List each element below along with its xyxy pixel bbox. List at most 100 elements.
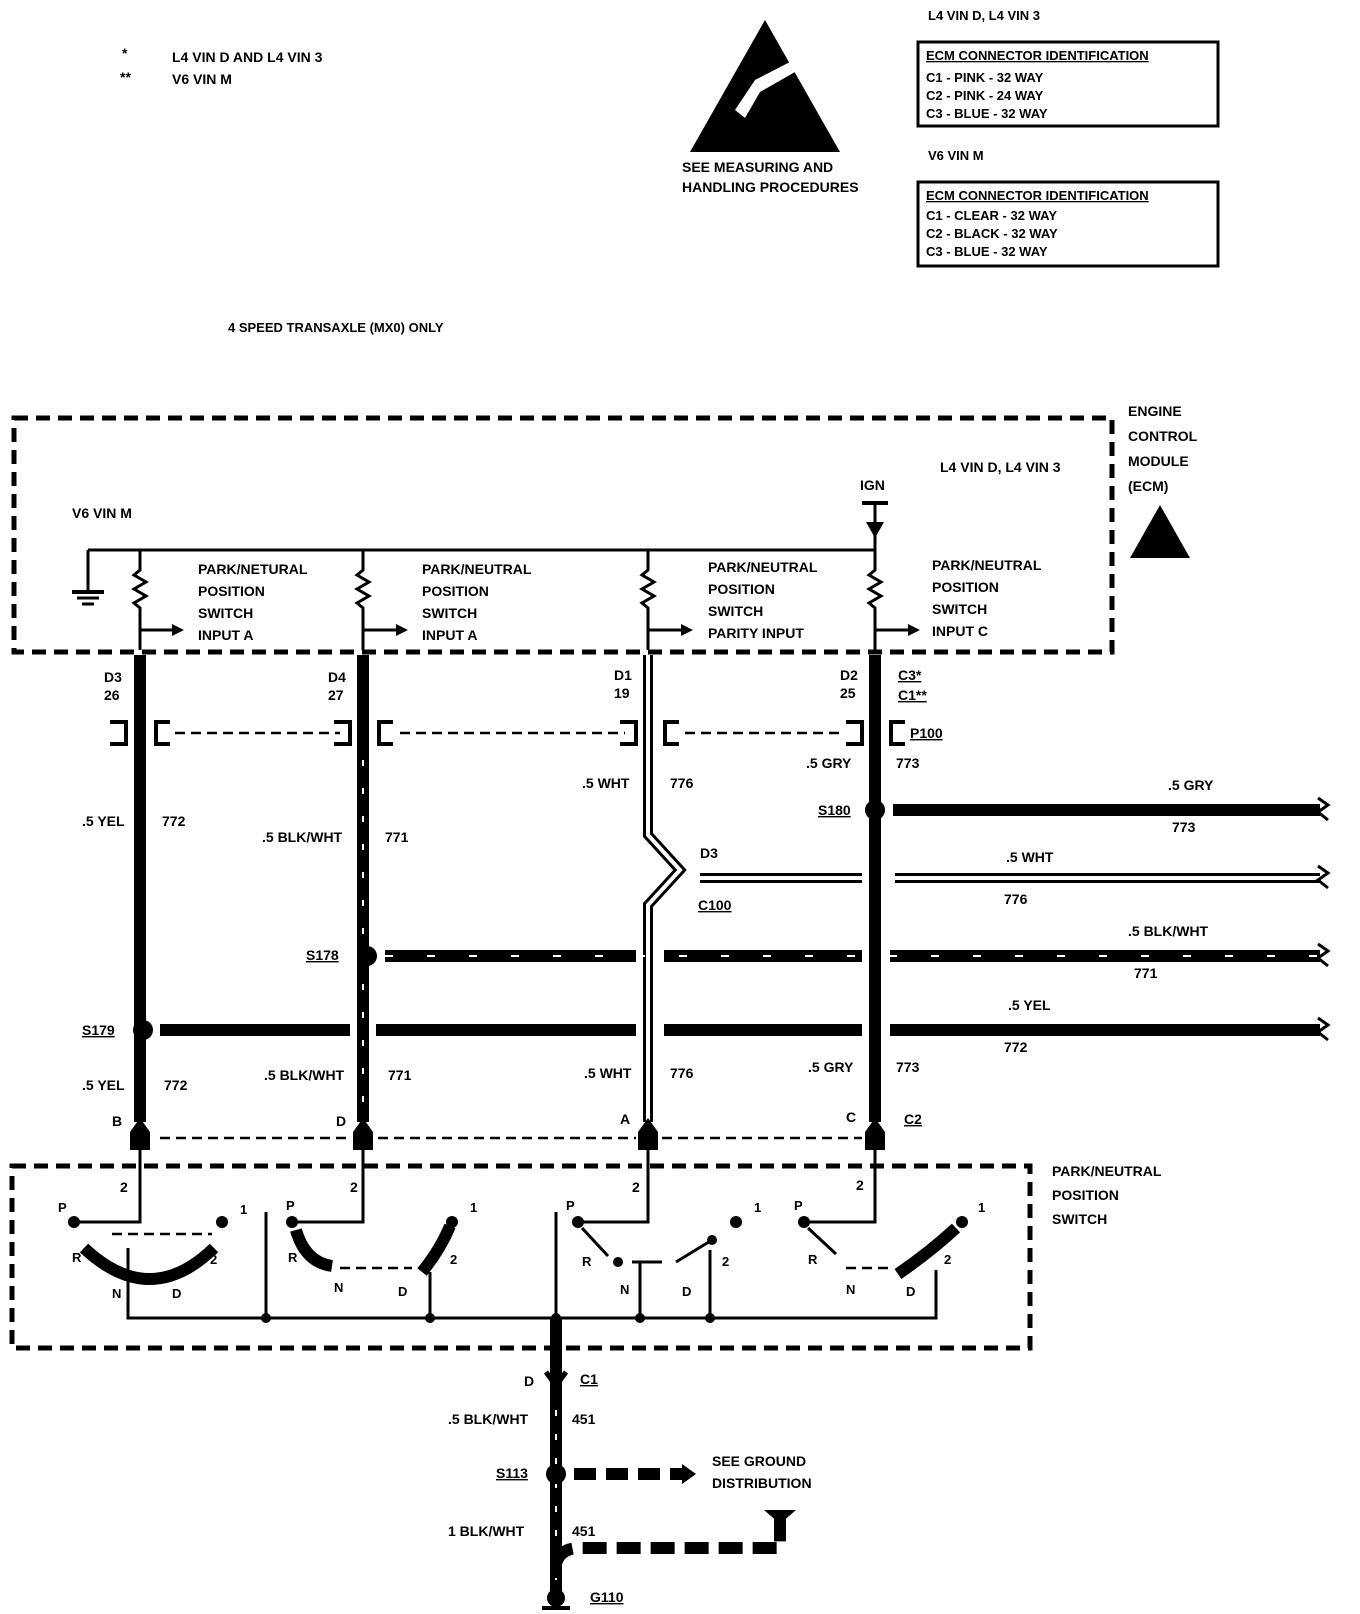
ground-distribution-arrow-icon: [682, 1464, 696, 1484]
pin-d3-alt: 26: [104, 687, 120, 703]
input-parity-line4: PARITY INPUT: [708, 625, 804, 641]
run-772-circuit: 772: [1004, 1039, 1028, 1055]
switch2-pin2: 2: [350, 1179, 358, 1195]
transaxle-note: 4 SPEED TRANSAXLE (MX0) ONLY: [228, 320, 444, 335]
pin-d2-alt: 25: [840, 685, 856, 701]
ecm-input-circuit-b: [354, 550, 408, 650]
wire-773-circuit: 773: [896, 755, 920, 771]
pin-d4: D4: [328, 669, 346, 685]
run-772-continuation-icon: [1315, 1016, 1331, 1042]
table-v6-row2: C2 - BLACK - 32 WAY: [926, 226, 1058, 241]
p100-connector: P100: [110, 720, 943, 746]
ecm-label-line4: (ECM): [1128, 478, 1168, 494]
g110-ground-icon: [542, 1589, 570, 1610]
c1-label: C1: [580, 1371, 598, 1387]
switch3-pos-1: 1: [754, 1200, 761, 1215]
g110-label: G110: [590, 1589, 624, 1605]
switch1-feed: [74, 1150, 142, 1224]
lower-776-circuit: 776: [670, 1065, 694, 1081]
switch3-pos-d: D: [682, 1284, 691, 1299]
c2-pin-d: D: [336, 1113, 346, 1129]
esd-warning: SEE MEASURING AND HANDLING PROCEDURES: [682, 20, 859, 195]
input-parity-line1: PARK/NEUTRAL: [708, 559, 818, 575]
switch4-pos-r: R: [808, 1252, 818, 1267]
switch-label-line1: PARK/NEUTRAL: [1052, 1163, 1162, 1179]
switch-section-3: P 1 R N D 2: [566, 1198, 761, 1299]
wire-776-core: [646, 655, 683, 1122]
switch4-contact-r: [806, 1226, 838, 1256]
pin-d1-alt: 19: [614, 685, 630, 701]
switch3-contact-d: [675, 1238, 713, 1264]
run-773-circuit: 773: [1172, 819, 1196, 835]
splice-s179: [133, 1020, 153, 1040]
ign-diode-icon: [866, 522, 884, 538]
legend-star1-text: L4 VIN D AND L4 VIN 3: [172, 49, 323, 65]
switch1-pos-1: 1: [240, 1202, 247, 1217]
run-773-color: .5 GRY: [1168, 777, 1214, 793]
input-a2-line2: POSITION: [422, 583, 489, 599]
legend: * L4 VIN D AND L4 VIN 3 ** V6 VIN M: [120, 45, 323, 87]
splice-s180: [865, 800, 885, 820]
ground-shield-wire: [550, 1516, 786, 1566]
lower-776-color: .5 WHT: [584, 1065, 632, 1081]
c1-pin: D: [524, 1373, 534, 1389]
legend-star1-symbol: *: [122, 45, 128, 61]
table-l4-row2: C2 - PINK - 24 WAY: [926, 88, 1044, 103]
switch1-pos-n: N: [112, 1286, 121, 1301]
input-a2-line4: INPUT A: [422, 627, 477, 643]
wire-776-circuit: 776: [670, 775, 694, 791]
switch3-pos-2: 2: [722, 1254, 729, 1269]
input-a1-line1: PARK/NETURAL: [198, 561, 308, 577]
input-a2-line1: PARK/NEUTRAL: [422, 561, 532, 577]
c2-terminal-icon: [130, 1118, 885, 1150]
run-773-continuation-icon: [1315, 796, 1331, 822]
lower-772-color: .5 YEL: [82, 1077, 125, 1093]
splice-s113-label: S113: [496, 1465, 528, 1481]
legend-star2-symbol: **: [120, 69, 131, 85]
lower-771-color: .5 BLK/WHT: [264, 1067, 345, 1083]
ecm-input-circuit-parity: [639, 550, 693, 650]
input-c-line4: INPUT C: [932, 623, 988, 639]
wire-772-circuit: 772: [162, 813, 186, 829]
ecm-variant-v6: V6 VIN M: [72, 505, 132, 521]
see-ground-line1: SEE GROUND: [712, 1453, 806, 1469]
c2-pin-b: B: [112, 1113, 122, 1129]
input-c-line1: PARK/NEUTRAL: [932, 557, 1042, 573]
switch2-pos-d: D: [398, 1284, 407, 1299]
lower-772-circuit: 772: [164, 1077, 188, 1093]
wire-771-circuit: 771: [385, 829, 409, 845]
wire-451b-color: 1 BLK/WHT: [448, 1523, 525, 1539]
run-772-color: .5 YEL: [1008, 997, 1051, 1013]
switch4-contact-d-icon: [894, 1223, 961, 1279]
run-771-circuit: 771: [1134, 965, 1158, 981]
switch3-pos-n: N: [620, 1282, 629, 1297]
switch2-pos-p: P: [286, 1198, 295, 1213]
input-a1-line3: SWITCH: [198, 605, 253, 621]
wire-451b-circuit: 451: [572, 1523, 596, 1539]
p100-terminal-icon: [110, 720, 905, 746]
switch4-pos-d: D: [906, 1284, 915, 1299]
ecm-ign: IGN: [860, 477, 885, 493]
lower-773-circuit: 773: [896, 1059, 920, 1075]
input-a2-line3: SWITCH: [422, 605, 477, 621]
c2-label: C2: [904, 1111, 922, 1127]
c2-connector: B D A C C2: [112, 1109, 922, 1150]
input-parity-line3: SWITCH: [708, 603, 763, 619]
table-l4-header: L4 VIN D, L4 VIN 3: [928, 8, 1040, 23]
table-l4-row1: C1 - PINK - 32 WAY: [926, 70, 1044, 85]
legend-star2-text: V6 VIN M: [172, 71, 232, 87]
ecm-input-circuit-a: [131, 550, 184, 650]
input-a1-line4: INPUT A: [198, 627, 253, 643]
switch2-pos-r: R: [288, 1250, 298, 1265]
switch1-contact-arc-icon: [79, 1243, 219, 1285]
switch1-pos-d: D: [172, 1286, 181, 1301]
ecm-connector-c3: C3*: [898, 667, 922, 683]
run-771-color: .5 BLK/WHT: [1128, 923, 1209, 939]
pin-d4-alt: 27: [328, 687, 344, 703]
shield-ground-icon: [764, 1510, 796, 1524]
ecm-input-circuit-c: [866, 550, 920, 650]
table-l4-title: ECM CONNECTOR IDENTIFICATION: [926, 48, 1149, 63]
pin-d3: D3: [104, 669, 122, 685]
switch-boundary: [9, 1163, 1033, 1351]
